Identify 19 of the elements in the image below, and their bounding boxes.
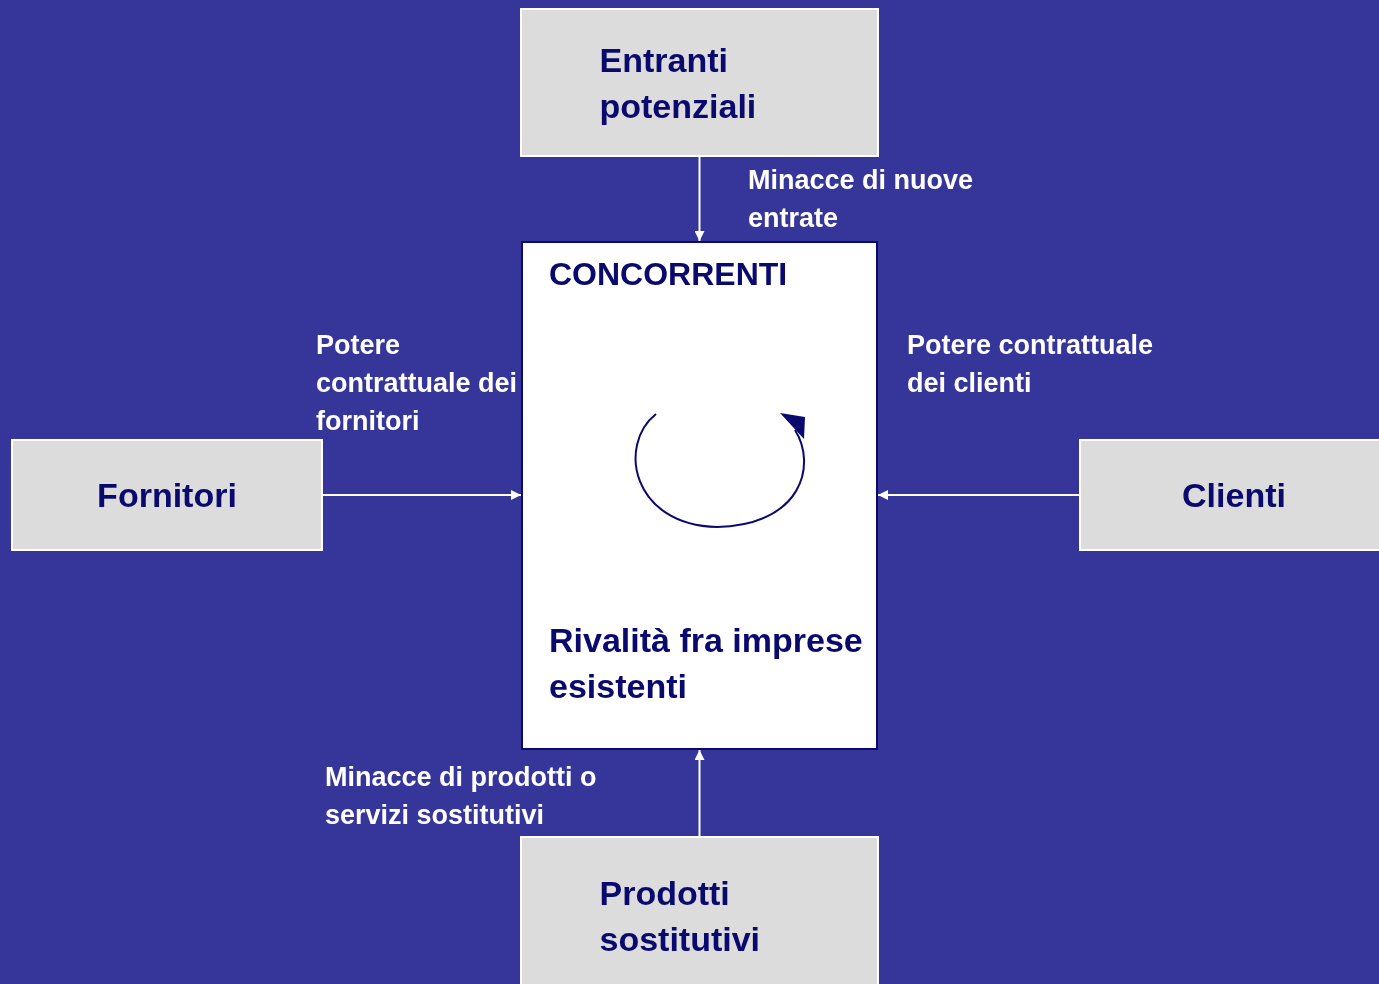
arrow	[877, 490, 1080, 500]
box-label: Fornitori	[97, 475, 237, 516]
description: Rivalità fra imprese esistenti	[549, 620, 864, 707]
main-box	[521, 241, 878, 750]
edge-label: Minacce di nuove entrate	[748, 164, 975, 235]
arrow	[322, 490, 522, 500]
box	[520, 8, 879, 157]
arrow	[694, 156, 705, 242]
heading: CONCORRENTI	[549, 255, 788, 294]
box-label: Clienti	[1182, 475, 1286, 516]
edge-label: Potere contrattuale dei fornitori	[316, 329, 519, 438]
arrow	[694, 749, 705, 837]
box	[520, 836, 879, 984]
box-label: Prodotti sostitutivi	[599, 873, 762, 960]
edge-label: Potere contrattuale dei clienti	[907, 329, 1155, 400]
edge-label: Minacce di prodotti o servizi sostitutivi	[325, 761, 598, 832]
box	[11, 439, 323, 551]
box	[1079, 439, 1379, 551]
box-label: Entranti potenziali	[599, 39, 758, 127]
